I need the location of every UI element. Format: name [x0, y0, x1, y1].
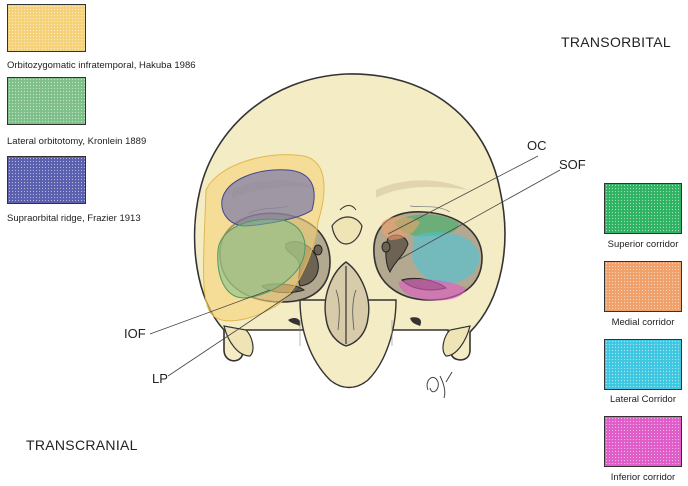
legend-swatch-lateral-orbitotomy — [7, 77, 86, 125]
label-oc: OC — [527, 138, 547, 153]
legend-swatch-orbitozygomatic — [7, 4, 86, 52]
lateral-orbitotomy-overlay — [217, 218, 306, 299]
legend-label-lateral-corridor: Lateral Corridor — [610, 394, 676, 405]
legend-label-orbitozygomatic: Orbitozygomatic infratemporal, Hakuba 19… — [7, 60, 196, 71]
legend-swatch-superior-corridor — [604, 183, 682, 234]
legend-label-medial-corridor: Medial corridor — [611, 317, 675, 328]
legend-swatch-lateral-corridor — [604, 339, 682, 390]
legend-label-supraorbital: Supraorbital ridge, Frazier 1913 — [7, 213, 141, 224]
label-iof: IOF — [124, 326, 146, 341]
inferior-corridor-overlay — [398, 279, 466, 301]
heading-transorbital: TRANSORBITAL — [561, 34, 671, 50]
legend-swatch-inferior-corridor — [604, 416, 682, 467]
legend-swatch-supraorbital — [7, 156, 86, 204]
artist-signature — [426, 371, 453, 399]
label-sof: SOF — [559, 157, 586, 172]
lateral-corridor-overlay — [412, 232, 480, 284]
nasal-cavity — [324, 261, 370, 347]
supraorbital-overlay — [221, 169, 315, 227]
legend-swatch-medial-corridor — [604, 261, 682, 312]
heading-transcranial: TRANSCRANIAL — [26, 437, 138, 453]
label-lp: LP — [152, 371, 168, 386]
legend-label-inferior-corridor: Inferior corridor — [610, 472, 676, 483]
legend-label-lateral-orbitotomy: Lateral orbitotomy, Kronlein 1889 — [7, 136, 147, 147]
legend-label-superior-corridor: Superior corridor — [607, 239, 679, 250]
